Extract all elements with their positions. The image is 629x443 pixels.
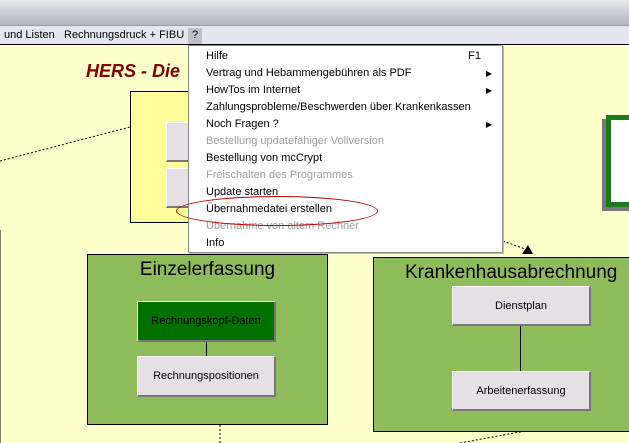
shortcut: F1 [468, 50, 481, 62]
menu-listen[interactable]: und Listen [4, 29, 55, 41]
menu-item-update-starten[interactable]: Update starten [206, 186, 279, 198]
krankenhausabrechnung-title: Krankenhausabrechnung [405, 262, 618, 283]
menu-item-bestellung-vollversion: Bestellung updatefähiger Vollversion [206, 135, 384, 147]
einzelerfassung-title: Einzelerfassung [139, 259, 276, 280]
rechnungspositionen-button[interactable]: Rechnungspositionen [137, 356, 276, 397]
label: Hilfe [206, 50, 229, 62]
menu-item-uebernahme-alter-rechner: Übernahme von altem Rechner [206, 220, 359, 232]
menu-item-uebernahmedatei-erstellen[interactable]: Übernahmedatei erstellen [206, 203, 332, 215]
image-frame [606, 115, 629, 207]
submenu-arrow-icon: ▶ [485, 120, 492, 129]
connector-lines [0, 126, 533, 443]
page-title: HERS - Die [86, 61, 181, 81]
connector [206, 342, 207, 357]
submenu-arrow-icon: ▶ [485, 86, 492, 95]
menu-item-bestellung-mccrypt[interactable]: Bestellung von mcCrypt [206, 152, 323, 164]
einzelerfassung-box: Einzelerfassung Rechnungskopf-Daten Rech… [87, 254, 328, 425]
rechnungskopf-daten-button[interactable]: Rechnungskopf-Daten [137, 301, 276, 342]
menu-item-zahlungsprobleme[interactable]: Zahlungsprobleme/Beschwerden über Kranke… [206, 101, 471, 113]
krankenhausabrechnung-box: Krankenhausabrechnung Dienstplan Arbeite… [373, 257, 629, 432]
menu-help[interactable]: ? [188, 28, 203, 44]
menu-item-info[interactable]: Info [206, 237, 225, 249]
menu-item-freischalten: Freischalten des Programmes [206, 169, 353, 181]
title-bar [0, 0, 629, 25]
main-canvas: HERS - Die Einzelerfassung Rechnungskopf… [0, 45, 629, 443]
label: Vertrag und Hebammengebühren als PDF [206, 67, 412, 79]
menu-item-noch-fragen[interactable]: Noch Fragen ? ▶ [206, 116, 494, 133]
menu-item-vertrag-pdf[interactable]: Vertrag und Hebammengebühren als PDF ▶ [206, 65, 494, 82]
menu-item-hilfe[interactable]: Hilfe F1 [206, 48, 494, 65]
menu-rechnungsdruck[interactable]: Rechnungsdruck + FIBU [64, 29, 185, 41]
menu-item-howtos[interactable]: HowTos im Internet ▶ [206, 82, 494, 99]
label: Noch Fragen ? [206, 118, 279, 130]
arbeitenerfassung-button[interactable]: Arbeitenerfassung [452, 371, 591, 411]
label: HowTos im Internet [206, 84, 301, 96]
connector [520, 326, 521, 372]
dienstplan-button[interactable]: Dienstplan [452, 286, 591, 326]
help-dropdown-menu: Hilfe F1 Vertrag und Hebammengebühren als… [188, 45, 503, 253]
menu-bar: und Listen Rechnungsdruck + FIBU ? [0, 25, 629, 45]
submenu-arrow-icon: ▶ [485, 69, 492, 78]
